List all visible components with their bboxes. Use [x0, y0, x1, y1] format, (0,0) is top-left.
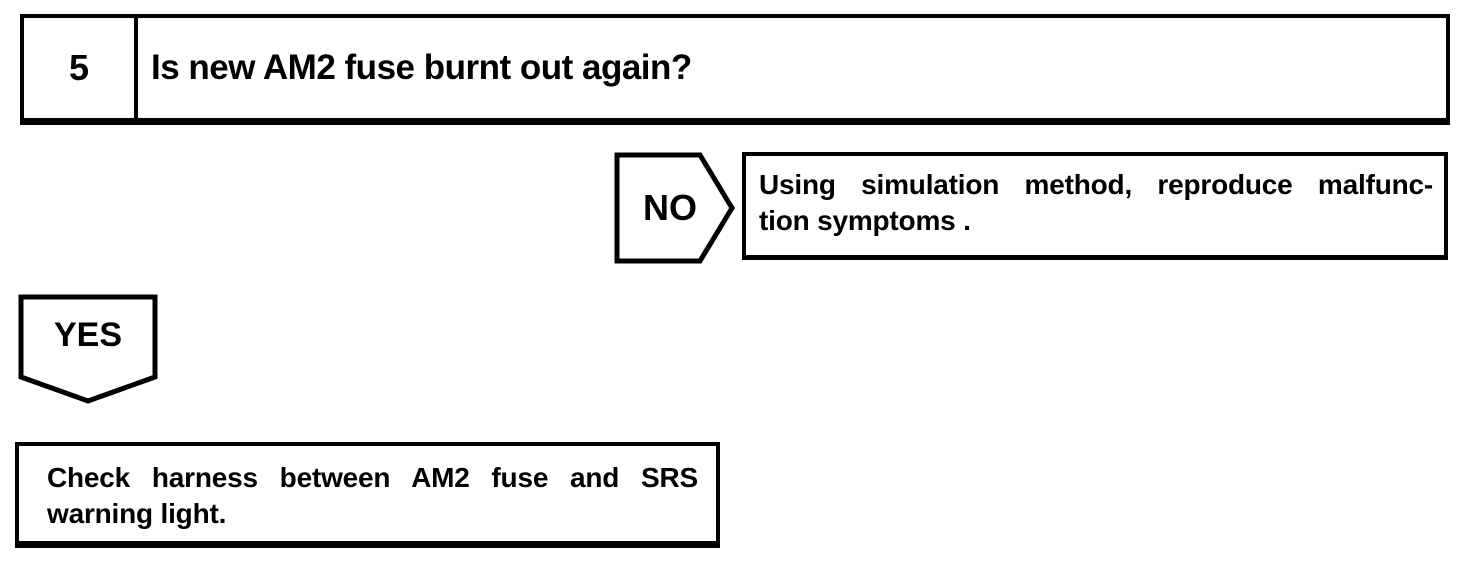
- step-number: 5: [24, 18, 138, 118]
- yes-action-line-1: Check harness between AM2 fuse and SRS: [47, 462, 698, 493]
- no-pentagon-icon: [614, 152, 735, 264]
- no-action-box: Using simulation method, reproduce malfu…: [742, 152, 1448, 260]
- yes-pentagon-icon: [18, 294, 158, 404]
- no-label: NO: [643, 187, 697, 228]
- no-connector: NO: [613, 151, 737, 265]
- question-box: 5 Is new AM2 fuse burnt out again?: [20, 14, 1450, 125]
- no-action-line-2: tion symptoms .: [759, 205, 971, 236]
- yes-action-line-2: warning light.: [47, 498, 227, 529]
- question-text: Is new AM2 fuse burnt out again?: [151, 48, 692, 87]
- no-action-line-1: Using simulation method, reproduce malfu…: [759, 169, 1433, 200]
- yes-action-box: Check harness between AM2 fuse and SRS w…: [15, 442, 720, 548]
- yes-connector: YES: [17, 293, 159, 405]
- yes-label: YES: [53, 315, 123, 354]
